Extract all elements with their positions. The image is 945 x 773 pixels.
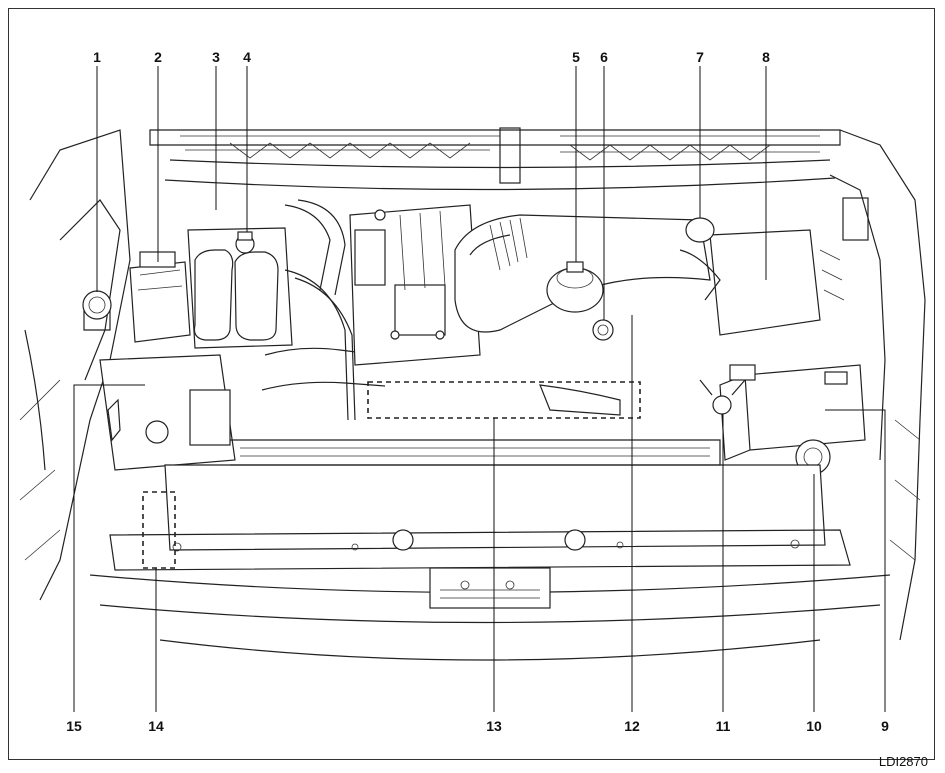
leader-lines [73,66,886,712]
part-11-component [699,379,746,415]
engine-block [349,204,481,366]
figure-reference-code: LDI2870 [879,754,928,769]
callout-11: 11 [716,718,731,734]
hoses [261,199,386,421]
callout-15: 15 [66,718,82,734]
radiator-support [109,439,851,571]
callout-3: 3 [212,49,220,65]
callout-5: 5 [572,49,580,65]
part-4-coolant-reservoir [187,227,293,349]
callout-4: 4 [243,49,251,65]
part-5-brake-reservoir [546,261,604,313]
callout-6: 6 [600,49,608,65]
callout-7: 7 [696,49,704,65]
part-15-component [99,354,236,471]
part-14-highlight-area [142,491,176,569]
callout-10: 10 [806,718,822,734]
callout-9: 9 [881,718,889,734]
part-6-oil-cap [592,319,614,341]
front-bumper [89,567,891,661]
cowl-panel [149,127,841,191]
callout-12: 12 [624,718,640,734]
part-1-cap [82,290,112,331]
callout-13: 13 [486,718,502,734]
callout-8: 8 [762,49,770,65]
callout-1: 1 [93,49,101,65]
part-13-highlight-area [367,381,641,419]
part-9-battery [719,364,866,461]
left-fender [19,129,131,601]
right-fender [829,129,926,641]
callout-labels: 1 2 3 4 5 6 7 8 9 10 11 12 13 14 15 [66,49,889,734]
part-8-air-cleaner [679,217,845,336]
part-2-fuse-box [129,251,191,343]
callout-2: 2 [154,49,162,65]
callout-14: 14 [148,718,164,734]
